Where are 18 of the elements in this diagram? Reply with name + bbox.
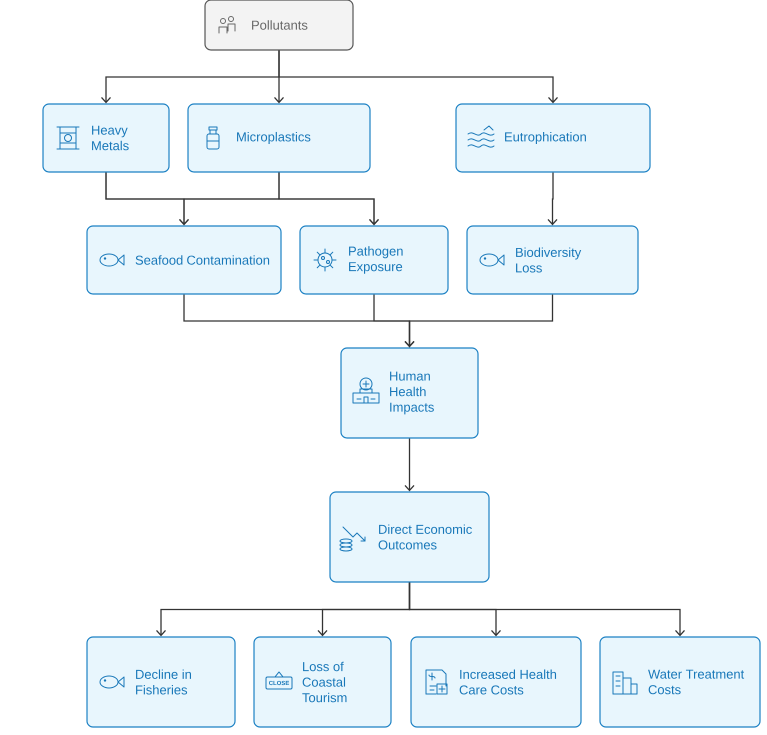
process-box: Biodiversity Loss [466, 225, 639, 295]
process-box: Pathogen Exposure [299, 225, 449, 295]
start-box: Pollutants [204, 0, 354, 51]
process-box: Increased Health Care Costs [410, 636, 582, 728]
arrow [278, 50, 558, 104]
arrow [404, 294, 554, 348]
arrow [548, 172, 558, 226]
process-box: Seafood Contamination [86, 225, 282, 295]
arrow [408, 582, 685, 636]
process-box: Direct Economic Outcomes [329, 491, 490, 583]
process-box: Heavy Metals [42, 103, 170, 173]
arrow [404, 438, 414, 492]
process-box: Human Health Impacts [340, 347, 479, 439]
process-box: Decline in Fisheries [86, 636, 236, 728]
process-box: Eutrophication [455, 103, 651, 173]
arrow [278, 172, 379, 226]
process-box: Microplastics [187, 103, 371, 173]
process-box: Water Treatment Costs [599, 636, 761, 728]
